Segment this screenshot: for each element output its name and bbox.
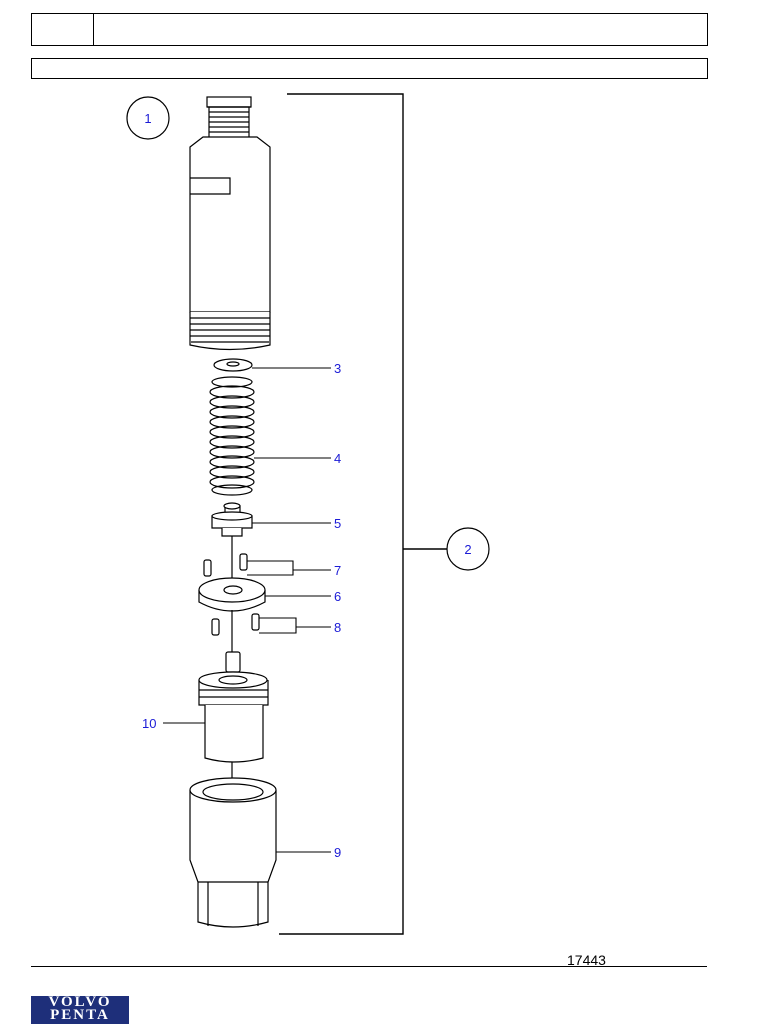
guide-pin-upper-pair: [203, 553, 248, 577]
callout-1: 1: [144, 111, 151, 126]
illustration-number: 17443: [567, 952, 606, 968]
header-table: [31, 13, 708, 46]
washer-part: [213, 358, 253, 372]
pressure-pin-part: [211, 502, 253, 537]
spring-part: [209, 376, 255, 496]
callout-9: 9: [334, 845, 341, 860]
footer-divider: [31, 966, 707, 967]
callout-circle-1: 1: [126, 96, 170, 140]
nozzle-nut-part: [189, 777, 277, 928]
injector-holder-body: [189, 96, 271, 351]
callout-2: 2: [464, 542, 471, 557]
logo-line-2: PENTA: [50, 1007, 110, 1023]
header-title-cell: [93, 14, 94, 45]
callout-4: 4: [334, 451, 341, 466]
header-subtitle-bar: [31, 58, 708, 79]
volvo-penta-logo: VOLVO PENTA: [31, 994, 129, 1024]
callout-5: 5: [334, 516, 341, 531]
callout-6: 6: [334, 589, 341, 604]
leader-lines: [163, 367, 331, 853]
callout-8: 8: [334, 620, 341, 635]
callout-circle-2: 2: [446, 527, 490, 571]
callout-3: 3: [334, 361, 341, 376]
callout-10: 10: [142, 716, 156, 731]
logo-line-1: VOLVO: [48, 994, 112, 1010]
callout-7: 7: [334, 563, 341, 578]
guide-pin-lower-pair: [211, 613, 260, 636]
nozzle-part: [198, 651, 269, 763]
assembly-bracket: [279, 93, 447, 935]
intermediate-disc-part: [198, 577, 266, 612]
